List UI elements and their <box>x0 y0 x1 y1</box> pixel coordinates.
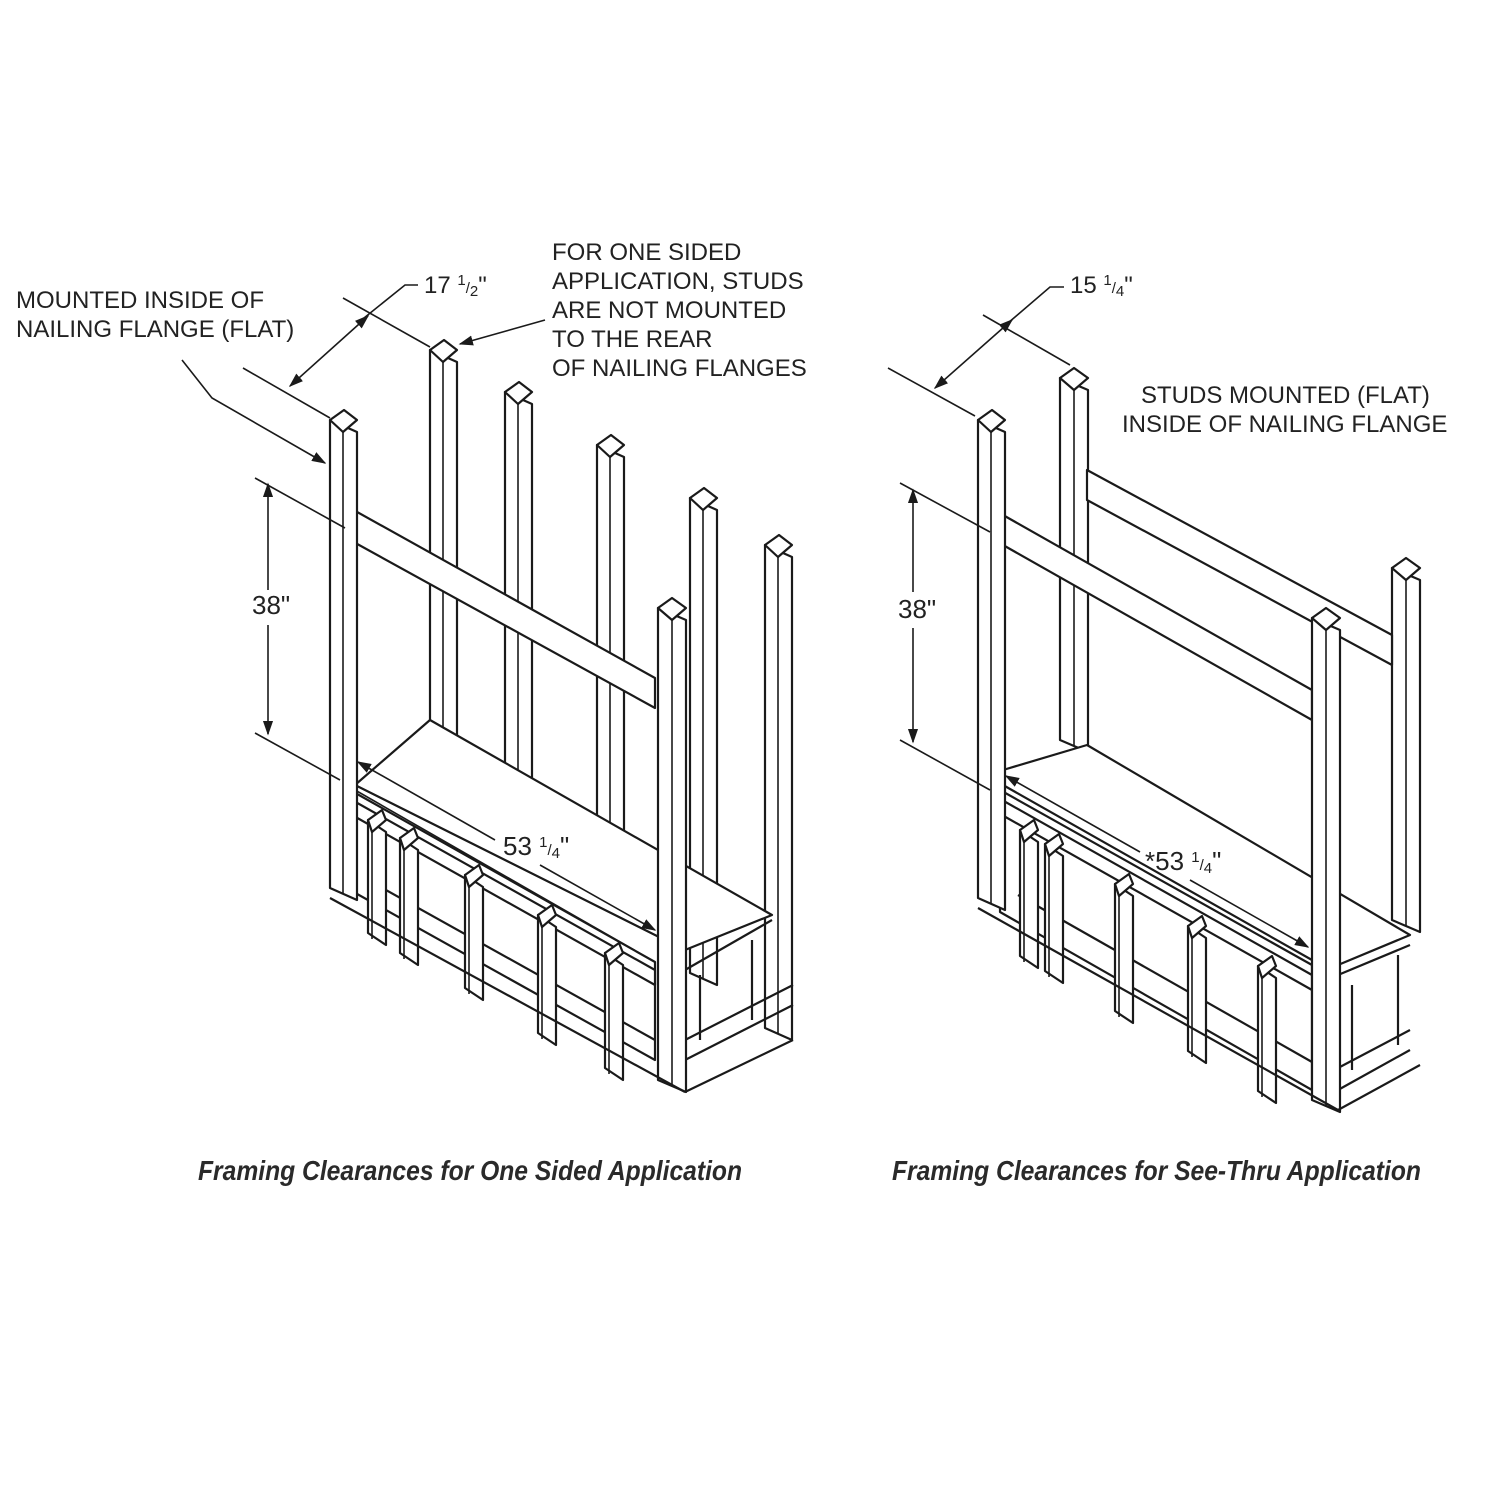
front-right-stud <box>1310 606 1342 1114</box>
back-right-stud <box>1390 556 1422 934</box>
one-sided-studs-note: FOR ONE SIDED APPLICATION, STUDS ARE NOT… <box>552 239 810 382</box>
back-stud <box>503 380 534 792</box>
cripple-stud <box>1256 954 1278 1105</box>
see-thru-framing-drawing <box>976 366 1422 1114</box>
front-right-stud <box>656 596 688 1094</box>
depth-dimension-label: 15 1/4" <box>1070 272 1133 300</box>
see-thru-caption: Framing Clearances for See-Thru Applicat… <box>892 1155 1421 1186</box>
header-beam <box>1001 513 1314 722</box>
see-thru-studs-note: STUDS MOUNTED (FLAT) INSIDE OF NAILING F… <box>1122 382 1447 438</box>
one-sided-framing-drawing <box>328 338 794 1094</box>
back-stud <box>688 486 719 987</box>
right-dimensions: 15 1/4" 38" *53 1/4" STUDS MOUNTED (FLAT… <box>887 272 1447 948</box>
cripple-stud <box>1186 914 1208 1065</box>
back-header-beam <box>1085 468 1394 667</box>
height-dimension-label: 38" <box>252 590 290 620</box>
cripple-stud <box>1018 818 1040 970</box>
front-left-stud <box>328 408 359 902</box>
back-stud <box>595 433 626 847</box>
cripple-stud <box>1043 832 1065 985</box>
cripple-stud <box>603 941 625 1082</box>
base-box <box>348 788 794 1062</box>
cripple-stud <box>398 826 420 967</box>
back-stud <box>428 338 459 747</box>
one-sided-caption: Framing Clearances for One Sided Applica… <box>198 1155 743 1186</box>
left-dimensions: 17 1/2" 38" 53 1/4" MOUNTED INSIDE OF NA… <box>16 239 810 931</box>
front-left-stud <box>976 408 1007 912</box>
depth-dimension-label: 17 1/2" <box>424 272 487 300</box>
width-dimension-label: 53 1/4" <box>503 831 569 862</box>
cripple-stud <box>1113 872 1135 1025</box>
cripple-stud <box>463 863 485 1002</box>
back-stud <box>763 533 794 1042</box>
mounted-inside-note: MOUNTED INSIDE OF NAILING FLANGE (FLAT) <box>16 287 294 343</box>
left-back-studs <box>428 338 794 1042</box>
left-front-studs <box>328 408 688 1094</box>
cripple-stud <box>366 808 388 947</box>
height-dimension-label: 38" <box>898 594 936 624</box>
width-dimension-label: *53 1/4" <box>1145 846 1221 877</box>
cripple-stud <box>536 903 558 1047</box>
